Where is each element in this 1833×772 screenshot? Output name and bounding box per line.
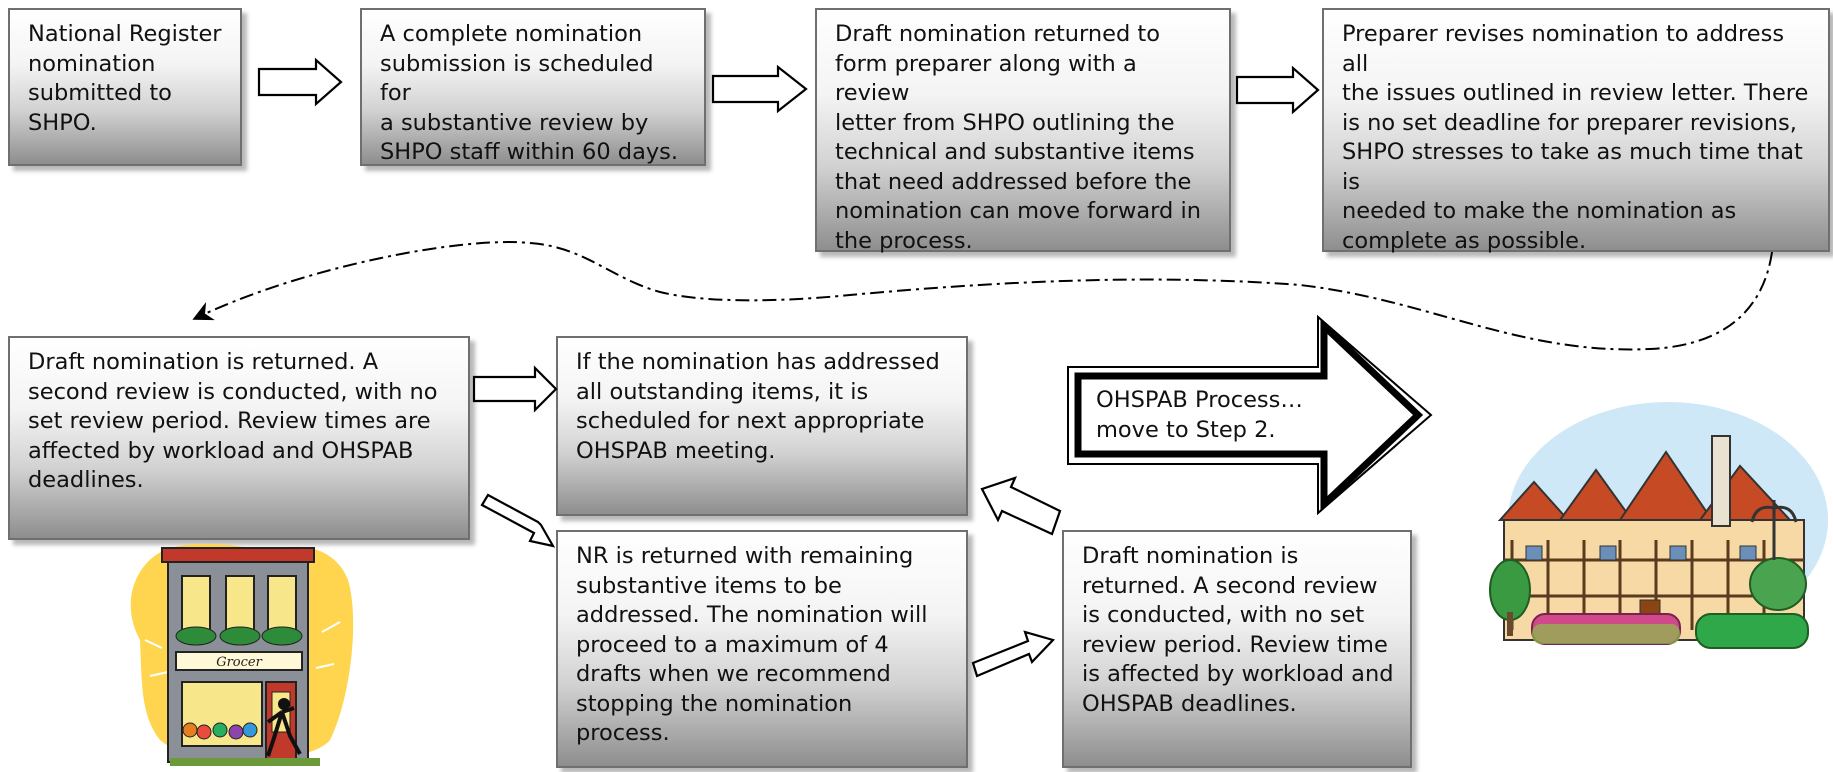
arrow-step8-to-step6 [980, 476, 1062, 536]
step-8-line-5: is affected by workload and [1082, 661, 1394, 687]
step-5-line-5: deadlines. [28, 467, 144, 493]
step-7-line-1: NR is returned with remaining [576, 543, 914, 569]
loop-connector-dashdot [192, 241, 1773, 351]
step-2-line-4: SHPO staff within 60 days. [380, 139, 679, 165]
step-4-line-4: SHPO stresses to take as much time that … [1342, 139, 1803, 195]
step-8-line-3: is conducted, with no set [1082, 602, 1365, 628]
step-box-8: Draft nomination is returned. A second r… [1062, 530, 1412, 768]
step-7-line-5: drafts when we recommend [576, 661, 891, 687]
step-7-line-4: proceed to a maximum of 4 [576, 631, 889, 658]
step-5-line-1: Draft nomination is returned. A [28, 349, 379, 375]
step-3-line-5: that need addressed before the [835, 168, 1192, 195]
next-process-line-2: move to Step 2. [1096, 416, 1276, 443]
step-3-line-3: letter from SHPO outlining the [835, 109, 1175, 136]
step-1-line-2: nomination [28, 50, 156, 77]
step-6-line-3: scheduled for next appropriate [576, 408, 925, 434]
step-3-line-7: the process. [835, 227, 973, 254]
step-1-line-4: SHPO. [28, 109, 97, 136]
step-box-6: If the nomination has addressed all outs… [556, 336, 968, 516]
step-1-line-3: submitted to [28, 80, 172, 106]
step-box-2: A complete nomination submission is sche… [360, 8, 706, 166]
step-box-7: NR is returned with remaining substantiv… [556, 530, 968, 768]
step-1-line-1: National Register [28, 21, 222, 47]
step-3-line-4: technical and substantive items [835, 139, 1195, 165]
step-5-line-4: affected by workload and OHSPAB [28, 437, 414, 464]
grocer-store-illustration: Grocer [130, 543, 354, 766]
step-6-line-4: OHSPAB meeting. [576, 437, 776, 464]
step-2-line-3: a substantive review by [380, 109, 649, 136]
step-4-line-1: Preparer revises nomination to address a… [1342, 21, 1785, 77]
step-8-line-1: Draft nomination is [1082, 543, 1299, 569]
step-2-line-2: submission is scheduled for [380, 50, 654, 107]
step-7-line-6: stopping the nomination process. [576, 690, 853, 747]
step-4-line-3: is no set deadline for preparer revision… [1342, 109, 1797, 136]
next-process-arrow [1067, 314, 1433, 516]
step-5-line-3: set review period. Review times are [28, 408, 431, 434]
arrow-step2-to-step3 [711, 64, 808, 114]
step-4-line-2: the issues outlined in review letter. Th… [1342, 80, 1809, 106]
arrow-step1-to-step2 [257, 57, 343, 107]
step-box-3: Draft nomination returned to form prepar… [815, 8, 1231, 254]
step-7-line-3: addressed. The nomination will [576, 602, 928, 628]
step-5-line-2: second review is conducted, with no [28, 378, 438, 405]
step-3-line-1: Draft nomination returned to [835, 21, 1161, 47]
step-2-line-1: A complete nomination [380, 21, 643, 47]
step-8-line-4: review period. Review time [1082, 631, 1388, 658]
step-box-5: Draft nomination is returned. A second r… [8, 336, 470, 540]
step-box-4: Preparer revises nomination to address a… [1322, 8, 1830, 254]
step-7-line-2: substantive items to be [576, 572, 842, 599]
step-6-line-1: If the nomination has addressed [576, 349, 940, 375]
step-3-line-6: nomination can move forward in [835, 198, 1201, 224]
step-3-line-2: form preparer along with a review [835, 50, 1137, 107]
arrow-step3-to-step4 [1235, 65, 1320, 115]
arrow-step7-to-step8 [971, 630, 1056, 678]
arrow-step5-to-step7 [480, 493, 556, 548]
tudor-house-illustration [1489, 402, 1828, 649]
next-process-label: OHSPAB Process… move to Step 2. [1096, 386, 1303, 445]
step-box-1: National Register nomination submitted t… [8, 8, 242, 166]
step-8-line-6: OHSPAB deadlines. [1082, 690, 1297, 717]
grocer-sign-text: Grocer [216, 655, 262, 670]
arrow-step5-to-step6 [472, 365, 558, 413]
step-4-line-5: needed to make the nomination as [1342, 198, 1737, 224]
step-4-line-6: complete as possible. [1342, 227, 1587, 254]
next-process-line-1: OHSPAB Process… [1096, 387, 1303, 413]
step-6-line-2: all outstanding items, it is [576, 378, 869, 405]
step-8-line-2: returned. A second review [1082, 572, 1378, 599]
